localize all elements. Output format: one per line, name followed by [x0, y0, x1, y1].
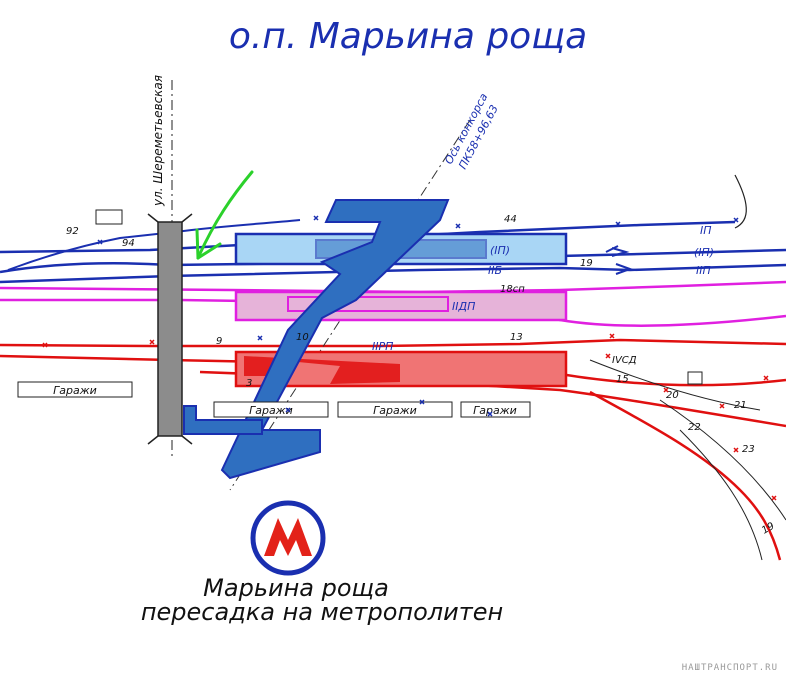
garage-label-2: Гаражи [249, 404, 293, 417]
switch-number: 19 [760, 521, 777, 537]
caption-line-2: пересадка на метрополитен [141, 598, 503, 626]
caption-line-1: Марьина роща [203, 574, 389, 602]
switch-number: 10 [296, 332, 309, 343]
station-title: о.п. Марьина роща [229, 16, 587, 57]
label-iidp: IIДП [452, 300, 475, 313]
watermark: НАШТРАНСПОРТ.RU [682, 663, 778, 673]
switch-number: 19 [580, 258, 593, 269]
siding-lines [589, 359, 786, 561]
street-label: ул. Шереметьевская [151, 75, 165, 207]
garage-box-4 [460, 401, 531, 418]
green-arrow-icon [195, 170, 254, 260]
label-iirp: IIРП [372, 340, 393, 353]
switch-number: 20 [666, 390, 679, 401]
garage-label-4: Гаражи [473, 404, 517, 417]
small-building [95, 209, 123, 225]
label-ip-right: IП [700, 224, 712, 237]
track-red-3 [199, 370, 786, 428]
switch-markers [42, 333, 777, 501]
switch-number: 15 [616, 374, 629, 385]
label-ip-platform: (IП) [490, 244, 510, 257]
switch-number: 21 [734, 400, 747, 411]
garage-box-3 [337, 401, 453, 418]
garage-box-2 [213, 401, 329, 418]
garage-box-1 [17, 381, 133, 398]
track-iirp [0, 338, 786, 348]
garage-label-3: Гаражи [373, 404, 417, 417]
switch-number: 94 [122, 238, 135, 249]
label-ip-paren-right: (IП) [694, 246, 714, 259]
switch-number: 22 [688, 422, 701, 433]
label-ivsd: IVСД [612, 355, 637, 366]
street-bridge [147, 80, 193, 460]
track-red-curve [589, 390, 782, 561]
switch-number: 18сп [500, 284, 525, 295]
track-iip [0, 263, 786, 284]
metro-logo-icon [250, 500, 326, 576]
track-magenta-1 [0, 280, 786, 294]
switch-number: 13 [510, 332, 523, 343]
switch-number: 9 [216, 336, 222, 347]
switch-number: 23 [742, 444, 755, 455]
label-iip-right: IIП [696, 264, 711, 277]
switch-number: 44 [504, 214, 517, 225]
track-arrows [605, 245, 633, 275]
border-curve [734, 174, 747, 229]
switch-number: 92 [66, 226, 79, 237]
concourse [220, 199, 450, 480]
switch-markers-blue [97, 215, 739, 417]
small-building-2 [687, 371, 703, 385]
garage-label-1: Гаражи [53, 384, 97, 397]
label-iib: IIБ [488, 264, 502, 277]
label-iii: 3 [246, 378, 252, 389]
concourse-exit [183, 405, 263, 435]
